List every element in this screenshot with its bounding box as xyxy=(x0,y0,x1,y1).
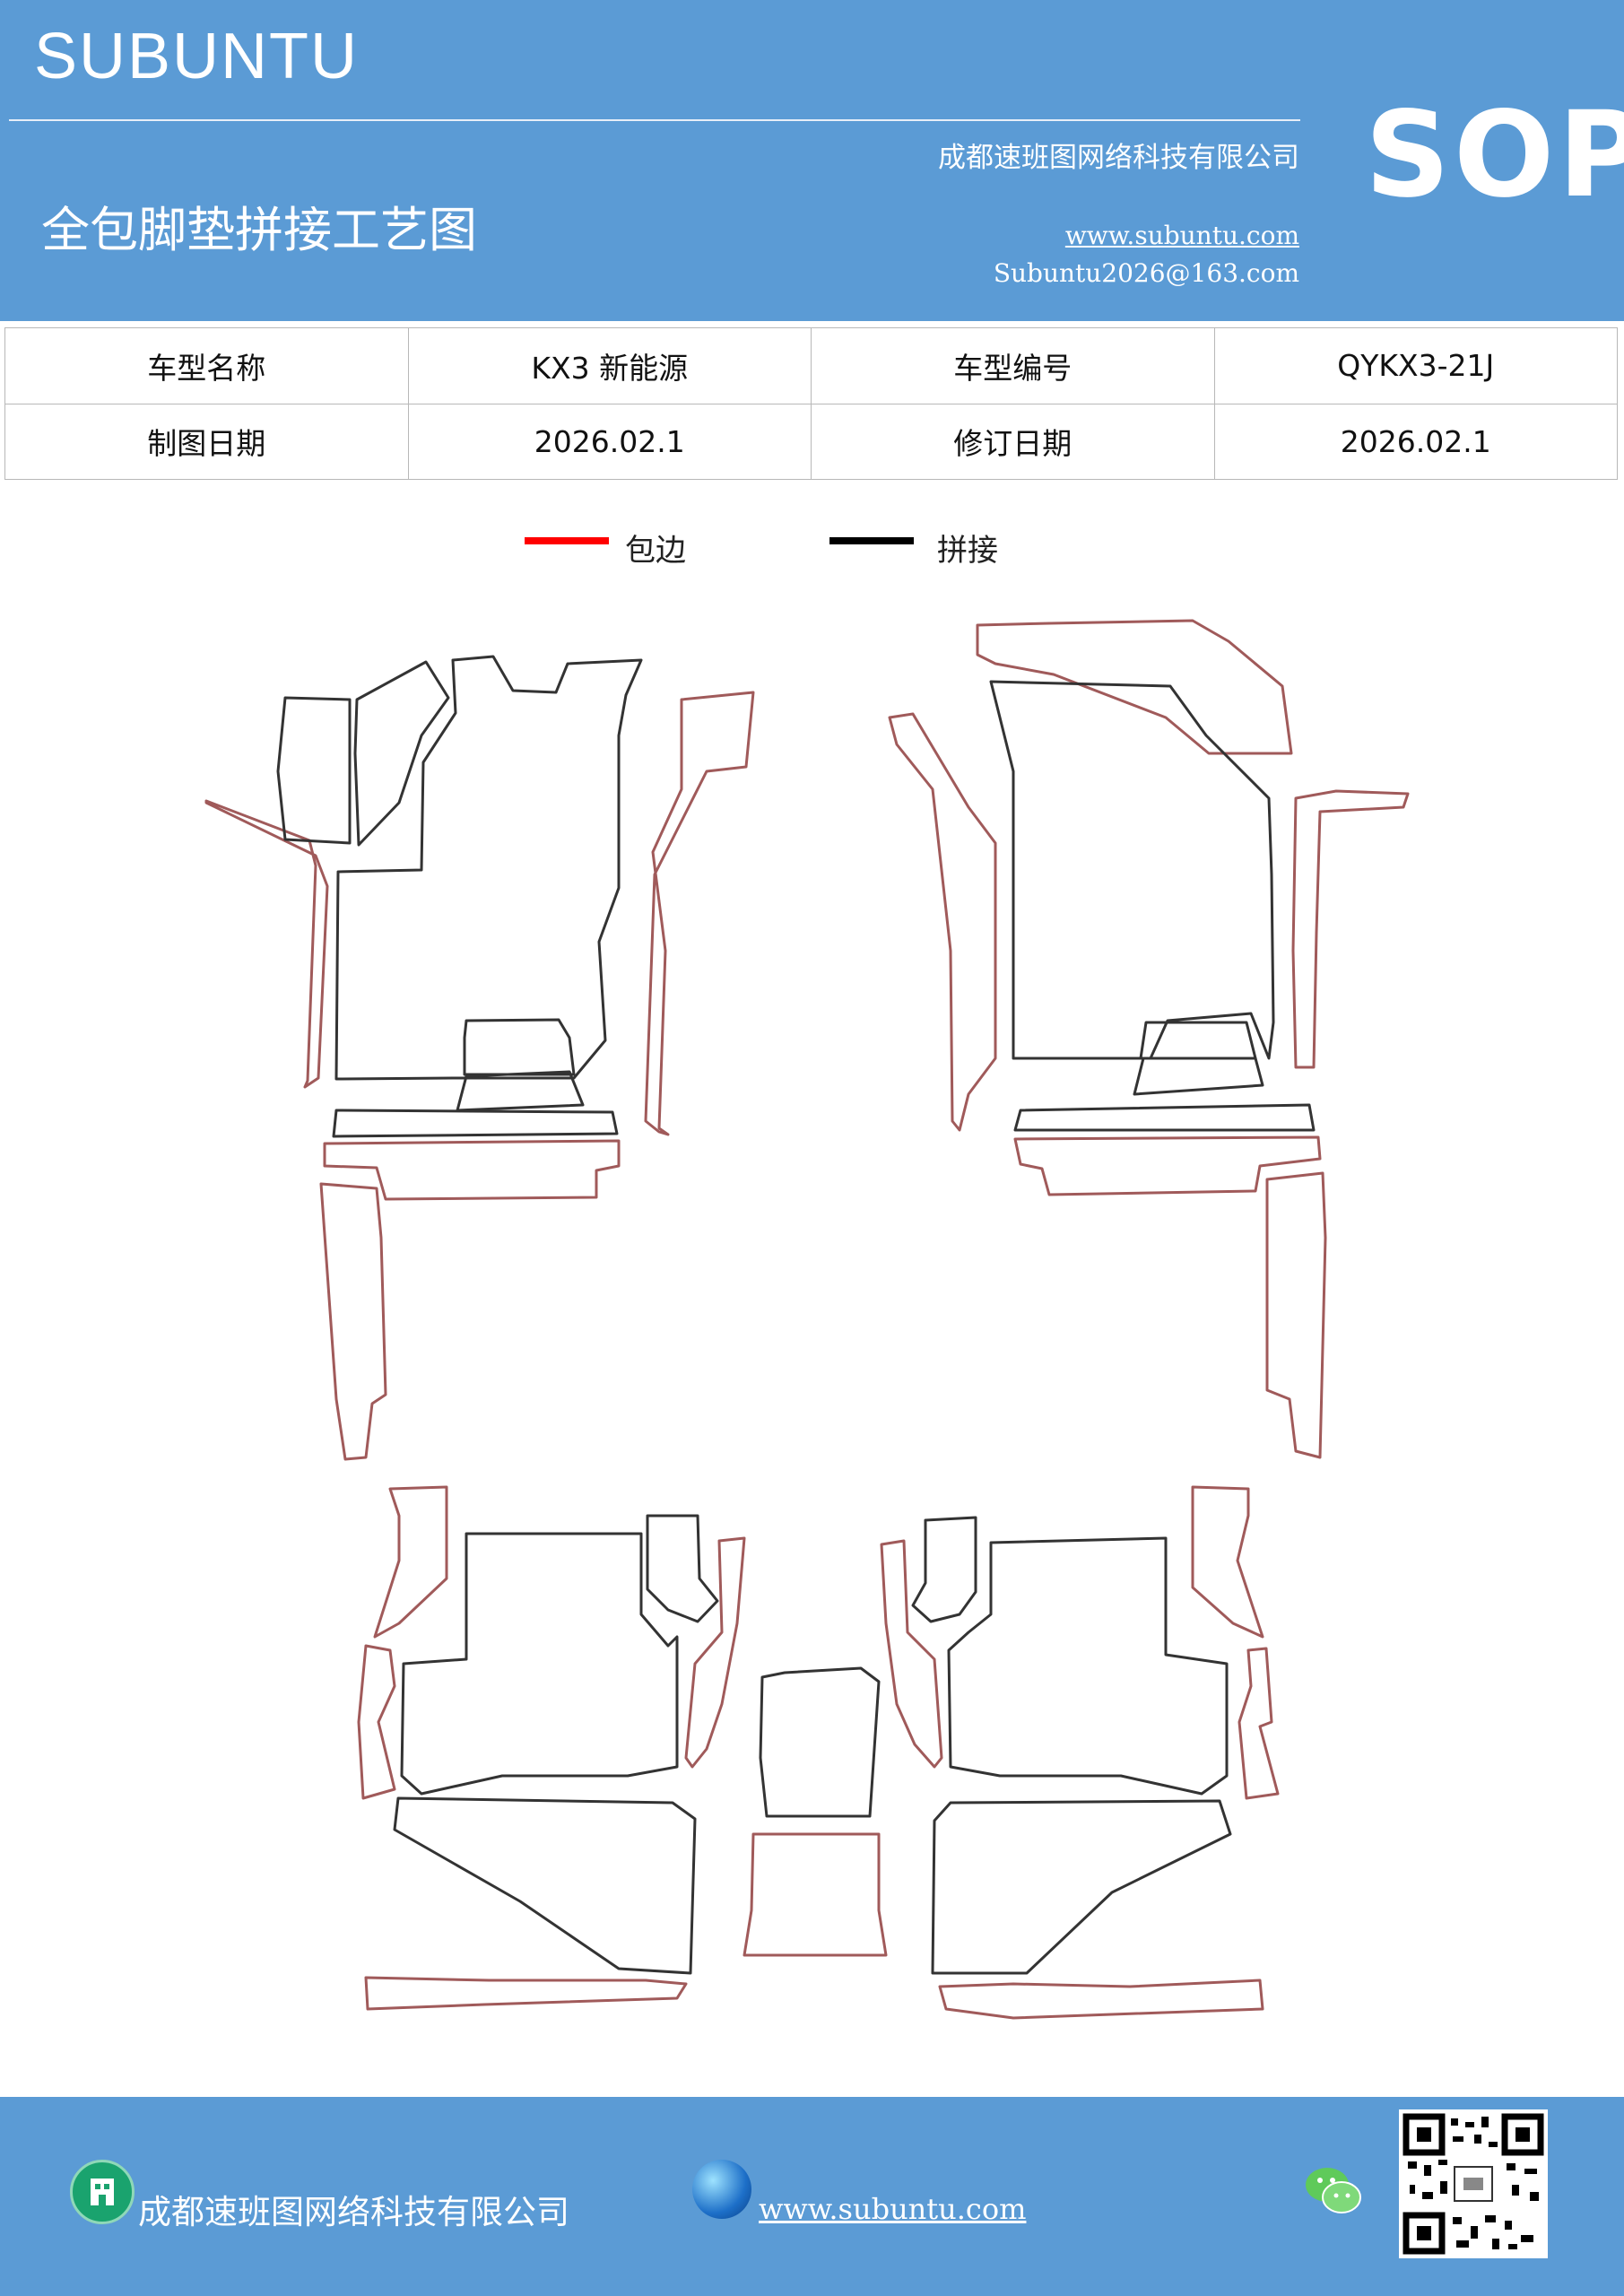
footer-website-link[interactable]: www.subuntu.com xyxy=(759,2192,1027,2226)
footer-company-name: 成都速班图网络科技有限公司 xyxy=(138,2193,569,2231)
vehicle-info-table: 车型名称 KX3 新能源 车型编号 QYKX3-21J 制图日期 2026.02… xyxy=(4,327,1618,480)
mat-piece xyxy=(888,712,997,1132)
mat-piece xyxy=(1013,1135,1322,1196)
label-revision-date: 修订日期 xyxy=(811,403,1215,480)
rear-left-mat-group xyxy=(357,1485,746,2011)
mat-piece xyxy=(332,1109,619,1138)
center-mat-group xyxy=(743,1666,888,1957)
mat-piece xyxy=(353,660,450,847)
wechat-icon[interactable] xyxy=(1302,2163,1365,2219)
company-name: 成都速班图网络科技有限公司 xyxy=(938,142,1299,174)
mat-piece xyxy=(400,1532,679,1796)
table-row: 制图日期 2026.02.1 修订日期 2026.02.1 xyxy=(4,403,1618,480)
mat-piece xyxy=(357,1644,396,1800)
page-header: SUBUNTU 成都速班图网络科技有限公司 全包脚垫拼接工艺图 www.subu… xyxy=(0,0,1624,321)
mat-piece xyxy=(684,1536,746,1769)
mat-piece xyxy=(393,1796,697,1975)
mat-piece xyxy=(456,1070,585,1112)
mat-piece xyxy=(931,1799,1232,1975)
value-draw-date: 2026.02.1 xyxy=(407,403,812,480)
sop-badge: SOP xyxy=(1365,86,1624,224)
page-footer: 成都速班图网络科技有限公司 www.subuntu.com xyxy=(0,2097,1624,2296)
mat-piece xyxy=(743,1832,888,1957)
label-draw-date: 制图日期 xyxy=(4,403,409,480)
mat-piece xyxy=(334,655,643,1081)
mat-piece xyxy=(976,619,1293,755)
value-model-code: QYKX3-21J xyxy=(1213,327,1618,404)
rear-right-mat-group xyxy=(880,1485,1280,2020)
mat-piece xyxy=(759,1666,881,1818)
mat-piece xyxy=(1265,1171,1327,1459)
mat-piece xyxy=(644,691,755,1136)
mat-piece xyxy=(1133,1057,1264,1096)
legend-swatch-red xyxy=(525,537,609,544)
mat-piece xyxy=(1191,1485,1264,1639)
document-title: 全包脚垫拼接工艺图 xyxy=(41,202,477,258)
building-icon xyxy=(70,2160,135,2224)
front-left-mat-group xyxy=(204,655,755,1461)
website-link[interactable]: www.subuntu.com xyxy=(1064,221,1299,250)
brand-name: SUBUNTU xyxy=(34,21,360,92)
mat-piece xyxy=(323,1139,621,1201)
legend-label-seam: 拼接 xyxy=(937,533,998,569)
front-right-mat-group xyxy=(888,619,1410,1459)
mat-piece xyxy=(1238,1647,1280,1800)
legend-swatch-black xyxy=(829,537,914,544)
mat-piece xyxy=(880,1539,943,1769)
mat-piece xyxy=(463,1018,576,1076)
mat-piece xyxy=(1013,1103,1316,1132)
mat-piece xyxy=(911,1516,977,1623)
email-address: Subuntu2026@163.com xyxy=(993,258,1299,288)
mat-parts-diagram xyxy=(204,619,1410,2020)
table-row: 车型名称 KX3 新能源 车型编号 QYKX3-21J xyxy=(4,327,1618,404)
label-model-name: 车型名称 xyxy=(4,327,409,404)
globe-icon xyxy=(692,2160,751,2219)
mat-piece xyxy=(1291,789,1410,1069)
header-divider xyxy=(9,119,1300,121)
mat-piece xyxy=(989,680,1275,1060)
mat-piece xyxy=(364,1976,688,2011)
mat-piece xyxy=(947,1536,1229,1796)
mat-piece xyxy=(373,1485,448,1639)
value-revision-date: 2026.02.1 xyxy=(1213,403,1618,480)
mat-piece xyxy=(319,1182,387,1461)
value-model-name: KX3 新能源 xyxy=(407,327,812,404)
mat-piece xyxy=(646,1514,719,1623)
legend-label-edge: 包边 xyxy=(625,533,686,569)
label-model-code: 车型编号 xyxy=(811,327,1215,404)
mat-piece xyxy=(938,1979,1264,2020)
mat-piece xyxy=(276,696,352,845)
qr-code xyxy=(1399,2109,1548,2258)
mat-piece xyxy=(204,799,329,1089)
